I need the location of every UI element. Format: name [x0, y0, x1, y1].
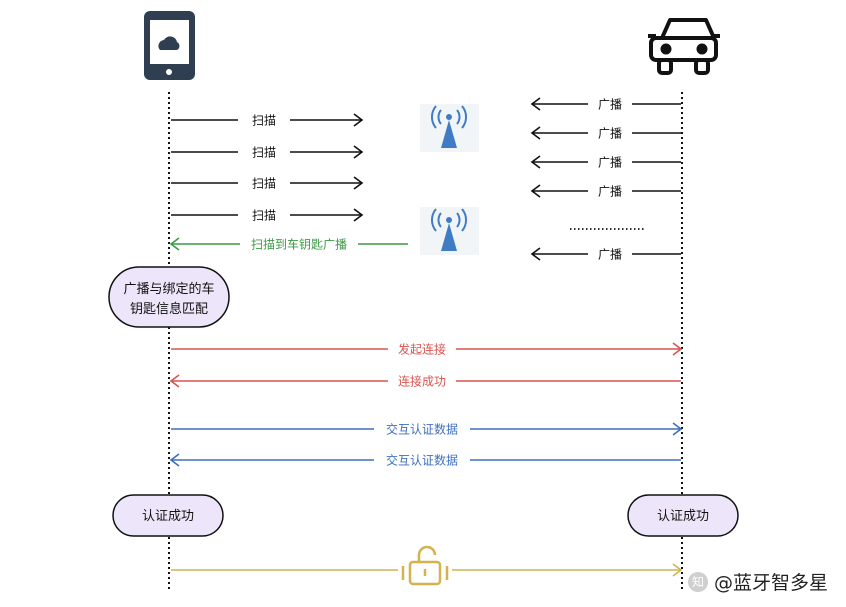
phone-icon — [144, 11, 195, 80]
watermark-text: @蓝牙智多星 — [713, 572, 828, 594]
scan-arrow — [171, 176, 364, 190]
scan-label: 扫描 — [252, 209, 276, 223]
match-label-line1: 广播与绑定的车 — [123, 281, 214, 297]
broadcast-arrow — [530, 155, 681, 169]
broadcast-arrow — [530, 184, 681, 198]
scan-label: 扫描 — [252, 114, 276, 128]
auth-data-arrow — [169, 453, 681, 467]
match-label-line2: 钥匙信息匹配 — [130, 301, 208, 317]
connect-success-label: 连接成功 — [398, 374, 446, 389]
broadcast-arrow — [530, 247, 681, 261]
scan-label: 扫描 — [252, 177, 276, 191]
zhihu-icon: 知 — [687, 571, 708, 592]
watermark: 知 @蓝牙智多星 — [687, 568, 828, 595]
signal-tower-icon — [420, 104, 479, 152]
broadcast-label: 广播 — [598, 98, 622, 112]
auth-success-label: 认证成功 — [657, 509, 709, 524]
broadcast-label: 广播 — [598, 248, 622, 262]
auth-data-arrow — [171, 422, 683, 436]
broadcast-label: 广播 — [598, 156, 622, 170]
broadcast-label: 广播 — [598, 185, 622, 199]
broadcast-arrow — [530, 97, 681, 111]
connect-request-arrow — [171, 342, 683, 356]
unlock-arrow — [171, 563, 683, 577]
scan-arrow — [171, 113, 364, 127]
connect-success-arrow — [169, 374, 681, 388]
auth-data-label: 交互认证数据 — [386, 453, 458, 468]
scan-found-arrow — [169, 237, 408, 251]
scan-arrow — [171, 208, 364, 222]
auth-success-pill — [112, 494, 224, 537]
broadcast-arrow — [530, 126, 681, 140]
auth-success-pill — [627, 494, 739, 537]
auth-data-label: 交互认证数据 — [386, 422, 458, 437]
broadcast-label: 广播 — [598, 127, 622, 141]
car-icon — [648, 18, 720, 75]
signal-tower-icon — [420, 207, 479, 255]
connect-request-label: 发起连接 — [398, 342, 446, 357]
unlock-icon — [401, 545, 449, 586]
auth-success-label: 认证成功 — [142, 509, 194, 524]
scan-arrow — [171, 145, 364, 159]
match-pill — [108, 266, 230, 328]
scan-found-label: 扫描到车钥匙广播 — [251, 237, 347, 252]
scan-label: 扫描 — [252, 146, 276, 160]
